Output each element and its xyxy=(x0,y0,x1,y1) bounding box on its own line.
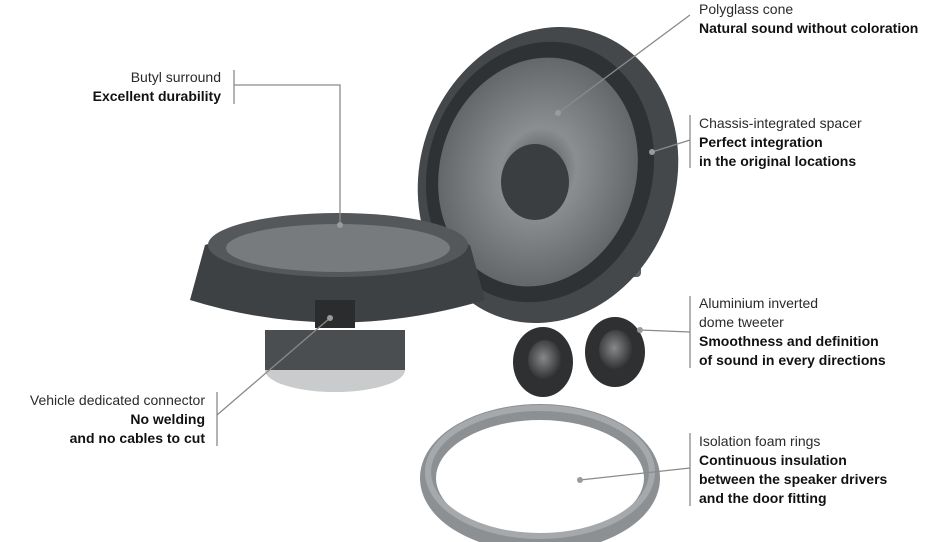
leader-lines xyxy=(216,14,691,506)
callout-title: Vehicle dedicated connector xyxy=(29,392,205,408)
callout-benefit: Perfect integration xyxy=(699,134,823,150)
callout-benefit: Continuous insulation xyxy=(699,452,847,468)
callout-benefit: and the door fitting xyxy=(699,490,827,506)
leader-dots xyxy=(327,110,655,483)
foam-ring xyxy=(420,404,660,542)
callout-benefit: Smoothness and definition xyxy=(699,333,879,349)
callout-title: Isolation foam rings xyxy=(699,433,821,449)
callout-title: Aluminium inverted xyxy=(699,295,819,311)
callout-benefit: between the speaker drivers xyxy=(699,471,888,487)
callout-title: Butyl surround xyxy=(130,69,221,85)
callout-benefit: Natural sound without coloration xyxy=(699,20,919,36)
callout-chassis-spacer: Chassis-integrated spacer Perfect integr… xyxy=(699,114,862,171)
callout-benefit: and no cables to cut xyxy=(69,430,205,446)
side-speaker xyxy=(190,213,485,392)
callout-benefit: No welding xyxy=(130,411,205,427)
callout-connector: Vehicle dedicated connector No welding a… xyxy=(30,391,205,448)
callout-polyglass-cone: Polyglass cone Natural sound without col… xyxy=(699,0,918,38)
callout-benefit: in the original locations xyxy=(699,153,857,169)
callout-title: dome tweeter xyxy=(699,314,784,330)
callout-foam-rings: Isolation foam rings Continuous insulati… xyxy=(699,432,887,508)
callout-benefit: of sound in every directions xyxy=(699,352,886,368)
callout-butyl-surround: Butyl surround Excellent durability xyxy=(93,68,221,106)
large-speaker xyxy=(417,26,679,324)
callout-benefit: Excellent durability xyxy=(92,88,221,104)
tweeters xyxy=(513,317,645,397)
callout-title: Polyglass cone xyxy=(699,1,794,17)
callout-title: Chassis-integrated spacer xyxy=(699,115,862,131)
callout-tweeter: Aluminium inverted dome tweeter Smoothne… xyxy=(699,294,886,370)
